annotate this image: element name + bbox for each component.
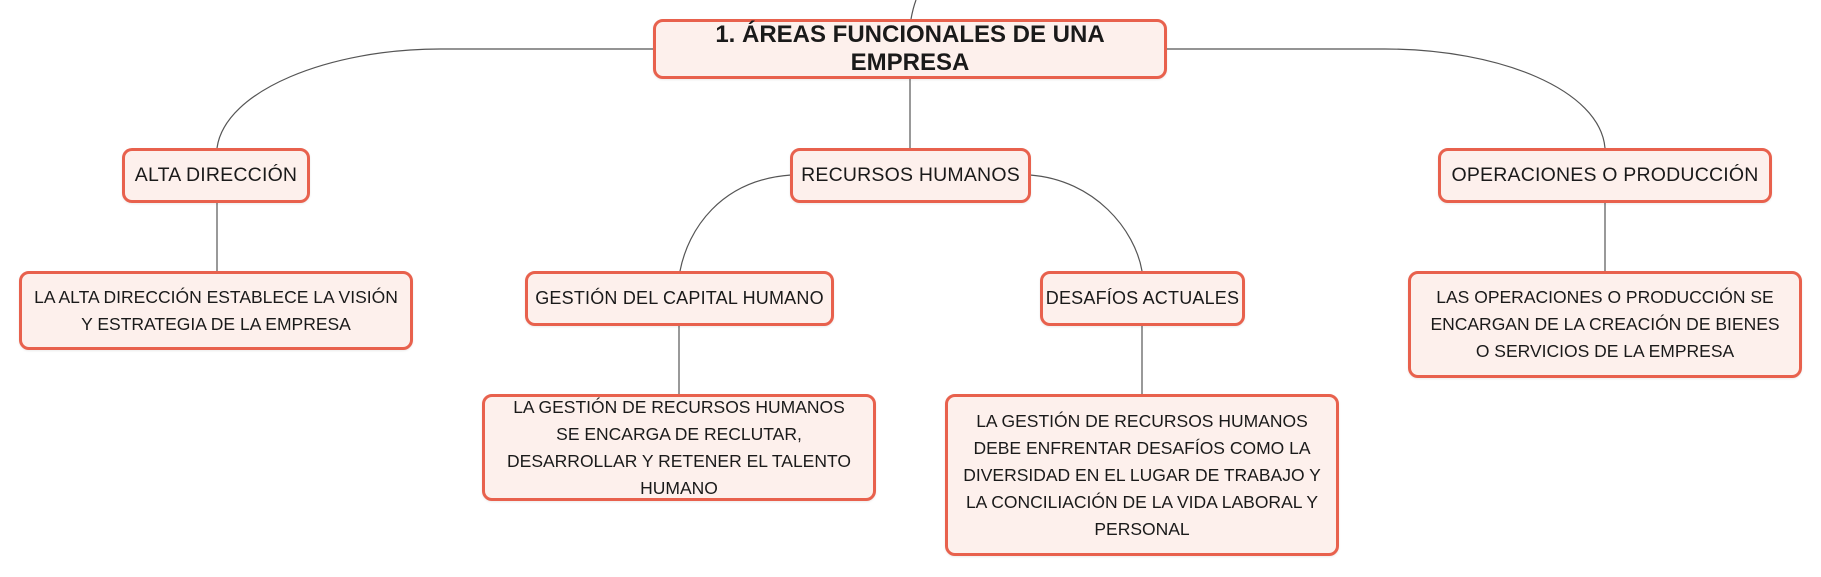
node-gestion-capital-humano[interactable]: GESTIÓN DEL CAPITAL HUMANO [525, 271, 834, 326]
connector-root-operaciones [1167, 48, 1606, 149]
node-gestion-detail-text: LA GESTIÓN DE RECURSOS HUMANOS SE ENCARG… [507, 396, 851, 498]
connector-root-parent [910, 0, 917, 20]
node-gestion-detail[interactable]: LA GESTIÓN DE RECURSOS HUMANOS SE ENCARG… [482, 394, 876, 501]
node-operaciones[interactable]: OPERACIONES O PRODUCCIÓN [1438, 148, 1772, 203]
connector-root-alta-direccion [216, 48, 653, 149]
node-desafios-actuales-label: DESAFÍOS ACTUALES [1045, 288, 1240, 308]
connector-rrhh-gestion [679, 174, 792, 272]
root-node[interactable]: 1. ÁREAS FUNCIONALES DE UNA EMPRESA [653, 19, 1167, 79]
node-gestion-capital-humano-label: GESTIÓN DEL CAPITAL HUMANO [535, 288, 824, 308]
connector-rrhh-desafios [1029, 174, 1143, 272]
node-operaciones-label: OPERACIONES O PRODUCCIÓN [1451, 164, 1759, 186]
node-alta-direccion-detail-text: LA ALTA DIRECCIÓN ESTABLECE LA VISIÓN Y … [34, 286, 398, 334]
node-desafios-detail-text: LA GESTIÓN DE RECURSOS HUMANOS DEBE ENFR… [963, 410, 1321, 539]
node-alta-direccion[interactable]: ALTA DIRECCIÓN [122, 148, 310, 203]
node-desafios-detail[interactable]: LA GESTIÓN DE RECURSOS HUMANOS DEBE ENFR… [945, 394, 1339, 556]
root-node-label: 1. ÁREAS FUNCIONALES DE UNA EMPRESA [715, 21, 1105, 76]
node-recursos-humanos-label: RECURSOS HUMANOS [801, 164, 1020, 186]
node-alta-direccion-label: ALTA DIRECCIÓN [134, 164, 298, 186]
node-recursos-humanos[interactable]: RECURSOS HUMANOS [790, 148, 1031, 203]
node-operaciones-detail[interactable]: LAS OPERACIONES O PRODUCCIÓN SE ENCARGAN… [1408, 271, 1802, 378]
node-desafios-actuales[interactable]: DESAFÍOS ACTUALES [1040, 271, 1245, 326]
node-alta-direccion-detail[interactable]: LA ALTA DIRECCIÓN ESTABLECE LA VISIÓN Y … [19, 271, 413, 350]
node-operaciones-detail-text: LAS OPERACIONES O PRODUCCIÓN SE ENCARGAN… [1430, 287, 1780, 361]
